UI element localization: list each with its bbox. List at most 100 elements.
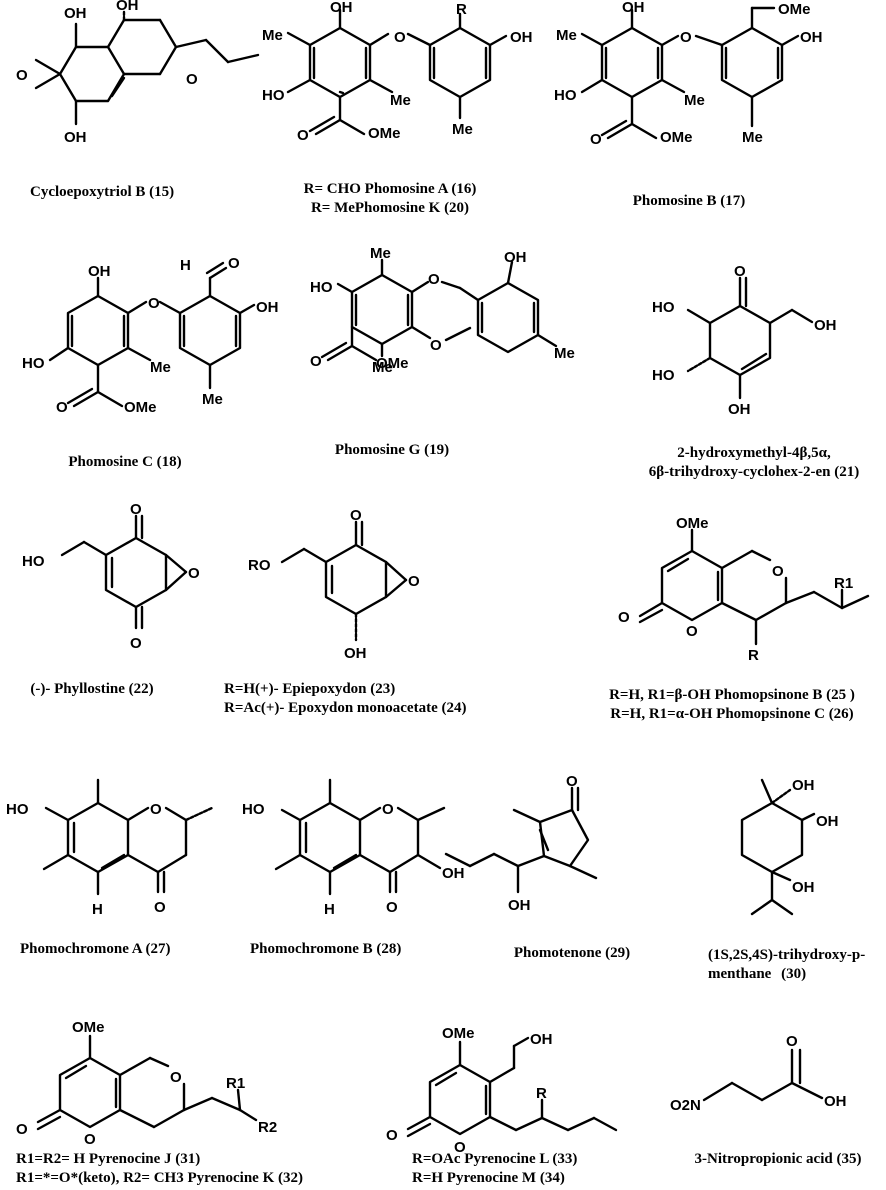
compound-label-16: R= CHO Phomosine A (16) R= MePhomosine K… <box>304 180 477 218</box>
atom-label: HO <box>652 367 675 384</box>
compound-label-31: R1=R2= H Pyrenocine J (31) R1=*=O*(keto)… <box>16 1150 303 1188</box>
compound-label-17: Phomosine B (17) <box>632 193 746 209</box>
compound-label-27: Phomochromone A (27) <box>20 941 171 957</box>
atom-label: O <box>148 295 160 312</box>
atom-label: OH <box>816 813 839 830</box>
compound-label-29: Phomotenone (29) <box>513 945 631 961</box>
atom-label: O <box>566 773 578 790</box>
compound-label-15: Cycloepoxytriol B (15) <box>30 184 175 200</box>
compound-label-22: (-)- Phyllostine (22) <box>30 681 154 697</box>
atom-label: OH <box>792 777 815 794</box>
atom-label: O <box>186 71 198 88</box>
atom-label: HO <box>262 87 285 104</box>
atom-label: HO <box>6 801 29 818</box>
atom-label: OH <box>88 263 111 280</box>
compound-label-30-line1: (1S,2S,4S)-trihydroxy-p- <box>708 947 866 963</box>
compound-label-25: R=H, R1=β-OH Phomopsinone B (25 ) R=H, R… <box>609 686 855 724</box>
atom-label: OH <box>792 879 815 896</box>
atom-label: Me <box>202 391 223 408</box>
compound-label-21-line2: 6β-trihydroxy-cyclohex-2-en (21) <box>648 464 860 480</box>
compound-label-23-line: R=H(+)- Epiepoxydon (23) <box>224 681 396 697</box>
atom-label: RO <box>248 557 271 574</box>
atom-label: O <box>188 565 200 582</box>
atom-label: O <box>84 1131 96 1148</box>
atom-label: Me <box>372 359 393 376</box>
structure-19 <box>320 258 558 362</box>
atom-label: OH <box>728 401 751 418</box>
atom-label: OH <box>510 29 533 46</box>
compound-label-21: 2-hydroxymethyl-4β,5α, 6β-trihydroxy-cyc… <box>649 444 860 482</box>
atom-label: HO <box>22 355 45 372</box>
atom-label: O <box>130 501 142 518</box>
compound-label-33: R=OAc Pyrenocine L (33) R=H Pyrenocine M… <box>412 1150 577 1188</box>
atom-label: O <box>154 899 166 916</box>
compound-label-24-line: R=Ac(+)- Epoxydon monoacetate (24) <box>224 700 467 716</box>
structure-17 <box>580 6 800 140</box>
atom-label: OH <box>622 0 645 16</box>
atom-label: O <box>618 609 630 626</box>
atom-label: O <box>590 131 602 148</box>
atom-label: R <box>536 1085 547 1102</box>
atom-label: Me <box>390 92 411 109</box>
atom-labels: OH OH OH O O OH Me HO Me O R OH Me O OMe… <box>6 0 853 1156</box>
atom-label: OH <box>800 29 823 46</box>
atom-label: HO <box>554 87 577 104</box>
atom-label: Me <box>684 92 705 109</box>
compound-label-28: Phomochromone B (28) <box>250 941 402 957</box>
structure-23 <box>280 520 408 642</box>
compound-label-23: R=H(+)- Epiepoxydon (23) R=Ac(+)- Epoxyd… <box>224 680 466 718</box>
atom-label: O <box>734 263 746 280</box>
structure-16 <box>286 8 508 136</box>
atom-label: O <box>428 271 440 288</box>
atom-label: O <box>394 29 406 46</box>
atom-label: Me <box>554 345 575 362</box>
atom-label: O <box>772 563 784 580</box>
atom-label: O <box>150 801 162 818</box>
atom-label: OMe <box>676 515 709 532</box>
compound-label-16-line: R= CHO Phomosine A (16) <box>303 181 477 197</box>
atom-label: O <box>16 1121 28 1138</box>
atom-label: HO <box>652 299 675 316</box>
structure-28 <box>274 778 446 896</box>
atom-label: OMe <box>368 125 401 142</box>
atom-label: O <box>350 507 362 524</box>
atom-label: Me <box>556 27 577 44</box>
atom-label: Me <box>150 359 171 376</box>
compound-label-26-line: R=H, R1=α-OH Phomopsinone C (26) <box>610 706 854 722</box>
atom-label: HO <box>242 801 265 818</box>
atom-label: O <box>680 29 692 46</box>
atom-label: OMe <box>376 355 409 372</box>
atom-label: OH <box>64 129 87 146</box>
atom-label: OMe <box>442 1025 475 1042</box>
atom-label: R1 <box>834 575 853 592</box>
structure-31 <box>36 1034 258 1131</box>
atom-label: O <box>686 623 698 640</box>
atom-label: OMe <box>72 1019 105 1036</box>
atom-label: OH <box>64 5 87 22</box>
structure-35 <box>702 1048 824 1102</box>
atom-label: H <box>324 901 335 918</box>
atom-label: OH <box>508 897 531 914</box>
atom-label: O <box>297 127 309 144</box>
atom-label: H <box>92 901 103 918</box>
compound-label-25-line: R=H, R1=β-OH Phomopsinone B (25 ) <box>609 687 855 703</box>
atom-label: O <box>408 573 420 590</box>
compound-label-30-line3: (30) <box>781 966 807 982</box>
compound-label-30: (1S,2S,4S)-trihydroxy-p- menthane (30) <box>708 946 865 984</box>
structure-33 <box>406 1036 618 1138</box>
atom-label: OH <box>814 317 837 334</box>
atom-label: OH <box>344 645 367 662</box>
compound-label-34-line: R=H Pyrenocine M (34) <box>412 1170 565 1186</box>
atom-label: OH <box>530 1031 553 1048</box>
compound-label-31-line: R1=R2= H Pyrenocine J (31) <box>16 1151 201 1167</box>
atom-label: O <box>310 353 322 370</box>
atom-label: O <box>386 899 398 916</box>
compound-label-21-line1: 2-hydroxymethyl-4β,5α, <box>677 445 831 461</box>
atom-label: H <box>180 257 191 274</box>
atom-label: Me <box>370 245 391 262</box>
compound-label-35: 3-Nitropropionic acid (35) <box>694 1151 862 1167</box>
atom-label: O <box>454 1139 466 1156</box>
atom-label: R2 <box>258 1119 277 1136</box>
atom-label: R1 <box>226 1075 245 1092</box>
